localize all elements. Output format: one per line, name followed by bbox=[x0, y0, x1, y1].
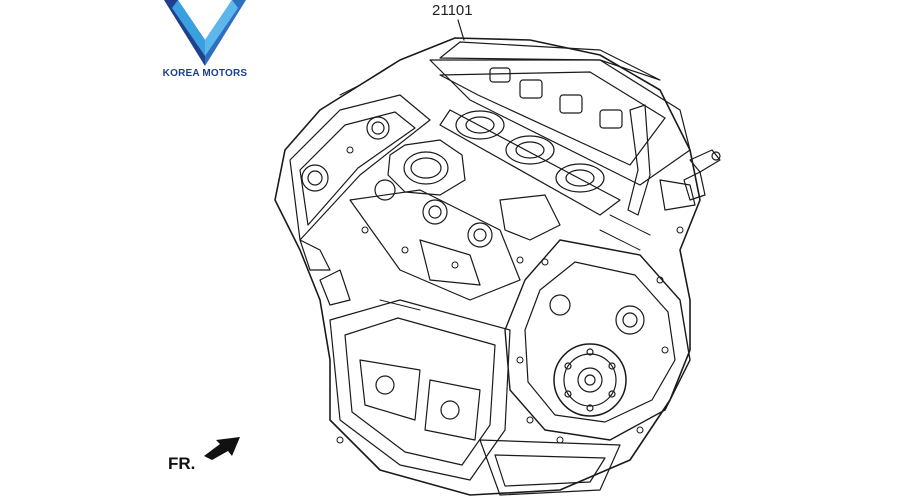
right-cylinder-head bbox=[429, 41, 691, 186]
detail-bolts bbox=[336, 84, 684, 444]
engine-block bbox=[329, 299, 511, 481]
arrow-icon bbox=[204, 437, 240, 460]
exhaust-ports bbox=[439, 109, 621, 216]
v-logo-icon bbox=[164, 0, 246, 66]
engine-outline bbox=[274, 37, 701, 496]
timing-cover bbox=[504, 239, 691, 441]
brand-name: KOREA MOTORS bbox=[162, 68, 248, 79]
valley-plumbing bbox=[349, 179, 561, 301]
oil-pan bbox=[479, 439, 621, 496]
throttle-flange bbox=[387, 139, 466, 196]
callout-leader-line bbox=[457, 19, 465, 41]
front-direction-label: FR. bbox=[168, 454, 196, 473]
crankshaft-flange bbox=[553, 343, 627, 417]
left-cylinder-head bbox=[289, 94, 431, 306]
brand-logo: KOREA MOTORS bbox=[160, 0, 250, 90]
part-number-label: 21101 bbox=[432, 2, 473, 19]
right-brackets bbox=[627, 104, 721, 216]
